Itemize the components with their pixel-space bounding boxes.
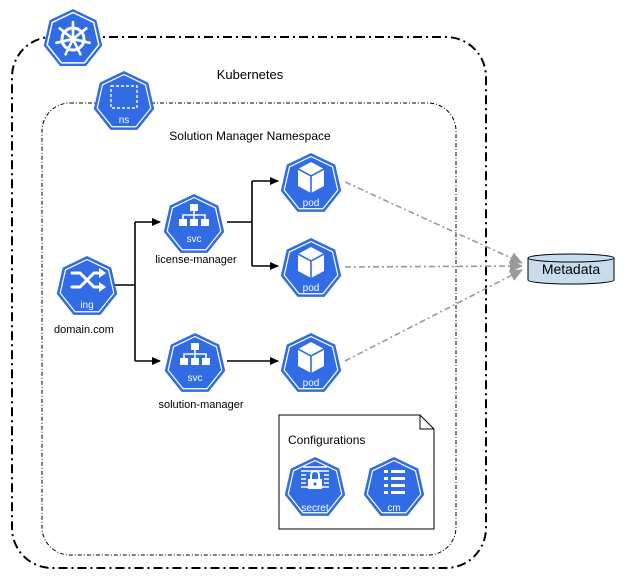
namespace-label: Solution Manager Namespace xyxy=(169,129,331,143)
pod-icon-label: pod xyxy=(303,283,320,294)
metadata-store: Metadata xyxy=(527,253,615,285)
ingress-connections xyxy=(114,218,161,365)
pod-icon: pod xyxy=(280,333,342,392)
ingress-icon: ing xyxy=(56,256,118,315)
pod-icon: pod xyxy=(280,153,342,212)
ingress-label: domain.com xyxy=(54,324,114,336)
namespace-icon: ns xyxy=(93,71,155,130)
solution-manager-label: solution-manager xyxy=(159,399,244,411)
pod-icon: pod xyxy=(280,238,342,297)
namespace-icon-label: ns xyxy=(119,115,130,126)
configurations-title: Configurations xyxy=(288,433,365,447)
ingress-icon-label: ing xyxy=(80,300,93,311)
kubernetes-cluster-boundary xyxy=(11,36,487,569)
metadata-label: Metadata xyxy=(542,261,601,277)
configmap-icon-label: cm xyxy=(387,503,400,514)
secret-icon: secret xyxy=(284,457,346,516)
metadata-connections xyxy=(344,181,523,362)
service-connections xyxy=(227,177,279,365)
pod-icon-label: pod xyxy=(303,198,320,209)
secret-icon-label: secret xyxy=(301,503,328,514)
kubernetes-logo-icon xyxy=(43,9,103,67)
solution-manager-service-icon: svc xyxy=(164,333,226,392)
solution-manager-service-icon-label: svc xyxy=(188,373,203,384)
license-manager-service-icon: svc xyxy=(163,194,225,253)
namespace-boundary xyxy=(41,102,457,556)
kubernetes-label: Kubernetes xyxy=(217,67,284,82)
license-manager-service-icon-label: svc xyxy=(187,234,202,245)
license-manager-label: license-manager xyxy=(155,254,237,266)
pod-icon-label: pod xyxy=(303,378,320,389)
configmap-icon: cm xyxy=(363,457,425,516)
